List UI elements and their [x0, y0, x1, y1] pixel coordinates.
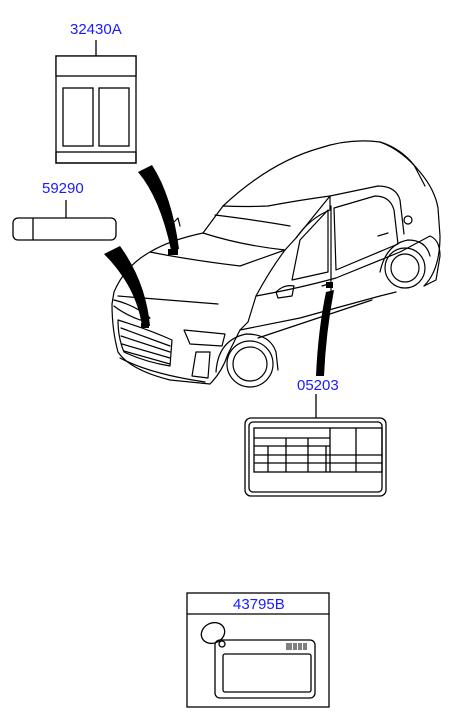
emission-label-32430a: [55, 40, 137, 164]
barcode: [286, 643, 307, 650]
part-number-32430a[interactable]: 32430A: [70, 21, 122, 38]
part-number-05203[interactable]: 05203: [297, 377, 339, 394]
part-number-59290[interactable]: 59290: [42, 180, 84, 197]
info-label-05203: [244, 394, 387, 497]
leader-32430a: [138, 165, 179, 250]
part-number-43795b[interactable]: 43795B: [233, 596, 285, 613]
car-illustration: [111, 140, 441, 388]
tag-43795b: [186, 592, 330, 708]
marker-hood-label: [168, 249, 178, 255]
marker-grille-label: [141, 323, 149, 328]
leader-05203: [316, 290, 334, 376]
plate-59290: [12, 200, 117, 241]
leader-59290: [104, 246, 150, 326]
marker-door-label: [326, 282, 333, 288]
